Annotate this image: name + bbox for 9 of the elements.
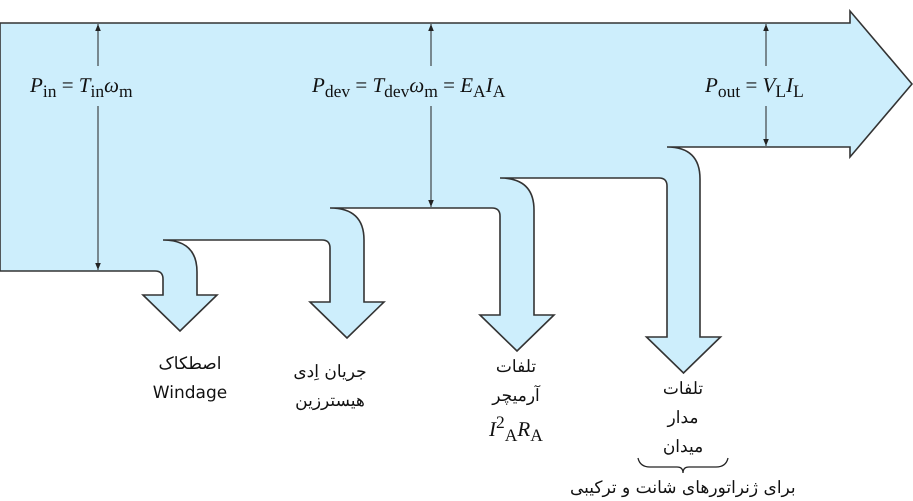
loss-label: تلفات آرمیچر [490, 356, 542, 408]
note: برای ژنراتورهای شانت و ترکیبی [570, 477, 796, 500]
loss-label: تلفات مدار میدان [662, 378, 704, 459]
formula: P$_{in}$ = T$_{in}$ω$_{m}$ [30, 72, 133, 104]
formula: P$_{out}$ = V$_{L}$I$_{L}$ [705, 72, 804, 104]
loss-label: اصطکاک Windage [152, 353, 228, 405]
loss-label: جریان اِدی هیسترزین [292, 361, 368, 413]
formula: I$^{2}$$_{A}$R$_{A}$ [489, 411, 543, 448]
formula: P$_{dev}$ = T$_{dev}$ω$_{m}$ = E$_{A}$I$_{A}$ [312, 72, 506, 104]
